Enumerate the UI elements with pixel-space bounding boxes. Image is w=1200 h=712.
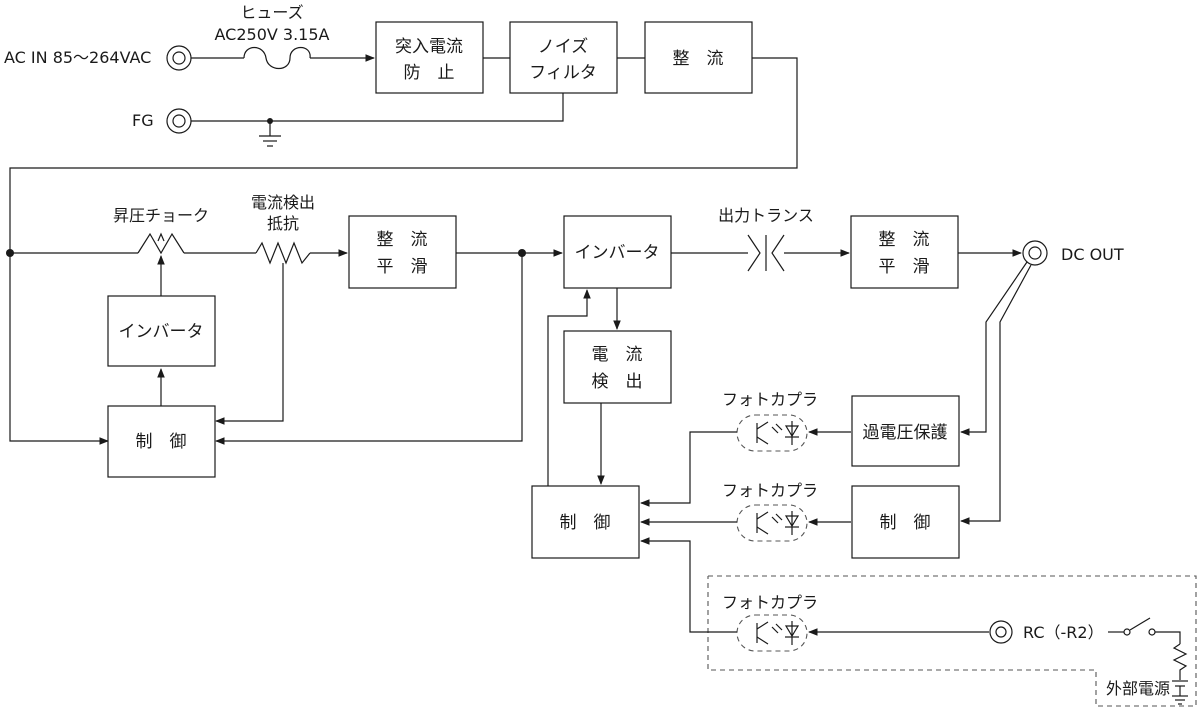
rectifier-smoothing-block-2: 整 流 平 滑 <box>850 215 959 289</box>
rc-label: RC（-R2） <box>1023 623 1104 642</box>
output-transformer-label: 出力トランス <box>718 206 814 225</box>
svg-text:過電圧保護: 過電圧保護 <box>863 423 948 443</box>
external-switch <box>1129 617 1151 631</box>
dc-out-terminal: DC OUT <box>1022 240 1124 266</box>
photocoupler-2: フォトカプラ <box>722 481 818 542</box>
current-sense-resistor: 電流検出 抵抗 <box>251 193 315 265</box>
control-block-left: 制 御 <box>107 405 216 478</box>
fuse: ヒューズ AC250V 3.15A <box>215 3 330 70</box>
svg-text:電流検出: 電流検出 <box>251 193 315 212</box>
fuse-symbol <box>243 46 311 70</box>
fg-label: FG <box>132 111 154 130</box>
svg-text:インバータ: インバータ <box>119 322 204 342</box>
svg-text:防 止: 防 止 <box>404 63 455 83</box>
dc-out-label: DC OUT <box>1061 245 1124 264</box>
svg-text:ノイズ: ノイズ <box>538 37 589 57</box>
svg-text:インバータ: インバータ <box>575 243 660 263</box>
photocoupler-1: フォトカプラ <box>722 390 818 452</box>
svg-text:フォトカプラ: フォトカプラ <box>722 593 818 612</box>
ac-in-label: AC IN 85～264VAC <box>4 48 151 67</box>
boost-choke: 昇圧チョーク <box>113 206 209 255</box>
control-block-center: 制 御 <box>531 485 640 559</box>
svg-text:突入電流: 突入電流 <box>395 37 463 57</box>
output-transformer: 出力トランス <box>718 206 814 272</box>
svg-text:フォトカプラ: フォトカプラ <box>722 390 818 409</box>
noise-filter-block: ノイズ フィルタ <box>509 21 618 94</box>
svg-text:電 流: 電 流 <box>592 345 643 365</box>
ac-in-terminal <box>166 45 192 71</box>
svg-text:検 出: 検 出 <box>592 372 643 392</box>
svg-text:制 御: 制 御 <box>880 513 931 533</box>
svg-text:整 流: 整 流 <box>673 49 724 69</box>
svg-text:平 滑: 平 滑 <box>377 257 428 277</box>
svg-text:フォトカプラ: フォトカプラ <box>722 481 818 500</box>
inverter-aux-block: インバータ <box>107 295 216 367</box>
fuse-rating: AC250V 3.15A <box>215 25 330 44</box>
ac-input-section: AC IN 85～264VAC FG <box>4 45 192 134</box>
svg-text:フィルタ: フィルタ <box>529 63 597 83</box>
svg-text:抵抗: 抵抗 <box>267 214 299 233</box>
svg-text:整 流: 整 流 <box>377 230 428 250</box>
ovp-block: 過電圧保護 <box>851 395 960 467</box>
rc-terminal: RC（-R2） <box>989 620 1104 644</box>
external-resistor <box>1172 643 1188 680</box>
svg-text:制 御: 制 御 <box>136 432 187 452</box>
current-detect-block: 電 流 検 出 <box>563 330 672 404</box>
rectifier-block-1: 整 流 <box>644 21 753 94</box>
fuse-name: ヒューズ <box>240 3 303 22</box>
rectifier-smoothing-block-1: 整 流 平 滑 <box>348 215 457 289</box>
external-boundary <box>707 575 1197 707</box>
photocoupler-3: フォトカプラ <box>722 593 818 652</box>
svg-text:平 滑: 平 滑 <box>879 257 930 277</box>
svg-text:制 御: 制 御 <box>560 513 611 533</box>
inverter-main-block: インバータ <box>563 215 672 289</box>
inrush-current-block: 突入電流 防 止 <box>375 21 484 94</box>
boost-choke-label: 昇圧チョーク <box>113 206 209 225</box>
fg-terminal <box>166 108 192 134</box>
external-power-label: 外部電源 <box>1106 679 1170 698</box>
control-block-right: 制 御 <box>851 485 960 559</box>
ground-junction <box>267 118 273 124</box>
svg-text:整 流: 整 流 <box>879 230 930 250</box>
